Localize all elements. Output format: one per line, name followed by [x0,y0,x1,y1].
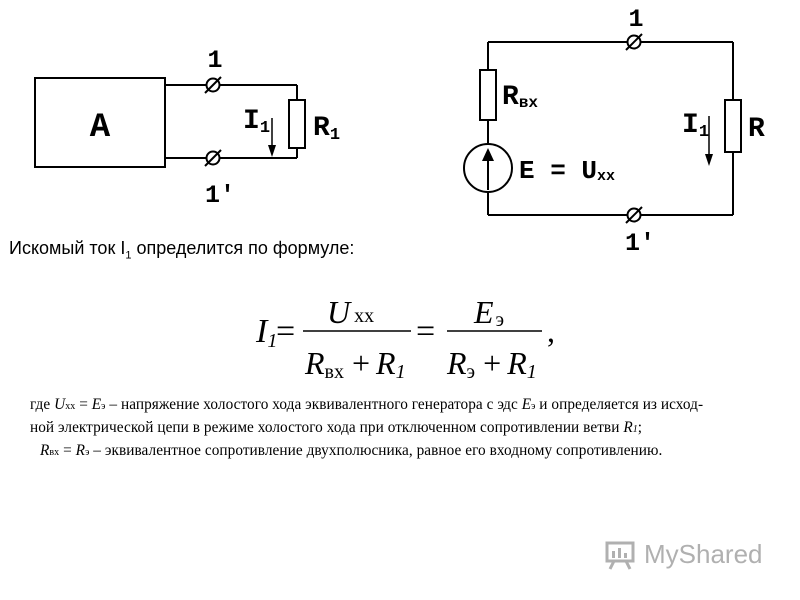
watermark-logo: MyShared [604,537,763,571]
terminal-left-1 [204,76,222,94]
current-label-right: I1 [682,110,709,142]
active-two-terminal-block [34,77,166,168]
presentation-board-icon [605,541,635,570]
paragraph-line-1: где Uхх = Eэ – напряжение холостого хода… [30,396,704,413]
terminal-label-right-top: 1 [628,5,643,34]
rin-label: Rвх [502,82,538,113]
current-label-left: I1 [243,106,270,138]
current-arrow-left [268,118,276,157]
paragraph-line-2: ной электрической цепи в режиме холостог… [30,419,643,436]
formula-lhs: I1 [255,313,277,352]
resistor-label-right: R [748,114,765,145]
terminal-label-right-bottom: 1' [625,229,655,258]
paragraph-line-3: Rвх = Rэ – эквивалентное сопротивление д… [40,442,663,459]
resistor-r1 [288,99,306,149]
current-arrow-right [705,116,713,166]
terminal-left-1prime [204,149,222,167]
formula-den-2: Rэ+R1 [446,345,537,383]
terminal-right-1prime [625,206,643,224]
source-arrow [482,148,494,190]
formula-comma: , [547,313,555,349]
resistor-label-left: R1 [313,113,340,145]
formula-eq-1: = [276,313,295,350]
resistor-rin [479,69,497,121]
terminal-label-left-bottom: 1' [205,181,235,210]
resistor-r [724,99,742,153]
terminal-label-left-top: 1 [207,46,222,75]
block-label: A [90,109,111,147]
source-label: E = Uхх [519,156,615,186]
formula-den-1: Rвх+R1 [304,345,406,383]
formula-caption: Искомый ток I1 определится по формуле: [9,238,355,262]
formula-eq-2: = [416,313,435,350]
terminal-right-1 [625,33,643,51]
watermark-text: MyShared [644,538,763,569]
